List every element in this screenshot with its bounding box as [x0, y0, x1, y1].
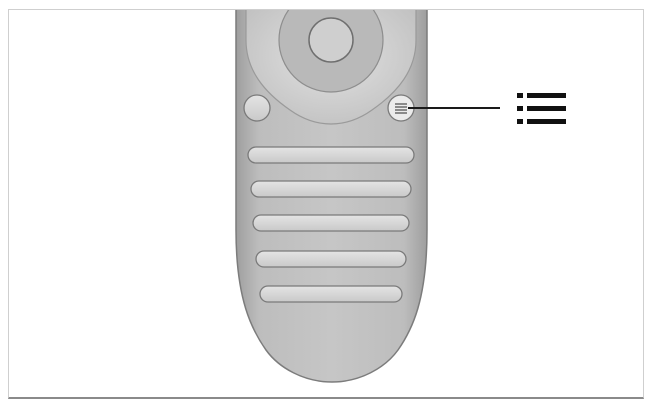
bar-button-1[interactable] [248, 147, 414, 163]
ok-button[interactable] [309, 18, 353, 62]
bar-button-3[interactable] [253, 215, 409, 231]
bar-button-5[interactable] [260, 286, 402, 302]
bar-button-2[interactable] [251, 181, 411, 197]
back-button[interactable] [244, 95, 270, 121]
options-icon [517, 93, 566, 124]
bar-button-4[interactable] [256, 251, 406, 267]
